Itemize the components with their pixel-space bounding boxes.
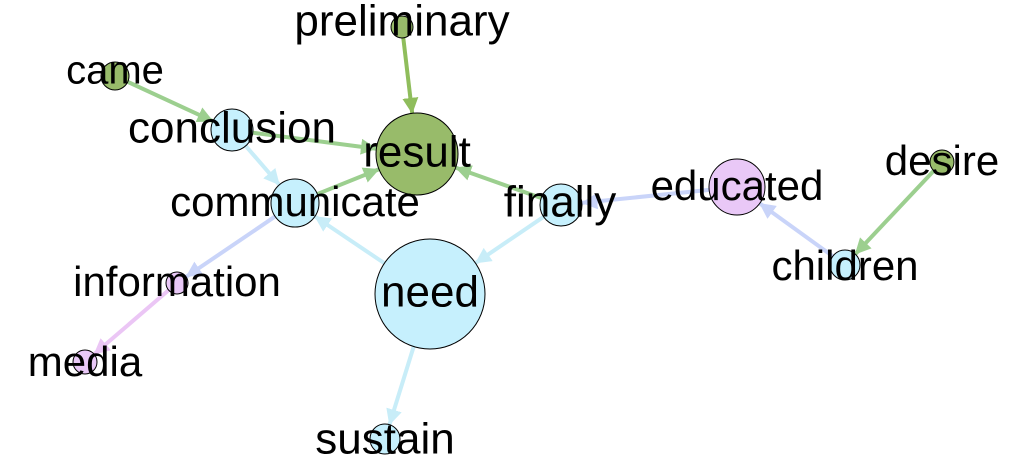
node-label-result: result [363,128,471,177]
edge-came-to-conclusion [125,79,215,123]
edge-preliminary-to-result [401,35,419,115]
edge-children-to-educated [758,201,835,259]
edge-conclusion-to-communicate [243,143,281,187]
node-label-media: media [28,338,143,385]
edge-educated-to-finally [580,187,712,210]
node-label-preliminary: preliminary [294,0,509,46]
node-need [374,238,486,350]
edge-communicate-to-information [184,214,278,279]
node-media [72,349,98,375]
node-label-need: need [381,268,479,317]
node-communicate [270,178,320,228]
node-label-information: information [73,258,281,305]
node-educated [708,158,766,216]
nodes-layer [72,15,955,455]
edge-need-to-sustain [386,344,416,426]
edge-finally-to-need [474,214,546,265]
node-label-finally: finally [504,178,617,227]
node-label-educated: educated [651,162,824,209]
node-information [165,271,189,295]
node-preliminary [390,15,414,39]
edge-finally-to-result [454,165,544,200]
node-label-communicate: communicate [170,178,420,225]
node-label-children: children [771,242,918,289]
node-children [829,249,861,281]
edge-need-to-communicate [313,214,387,266]
edge-information-to-media [92,288,171,356]
edge-conclusion-to-result [250,130,378,155]
edge-desire-to-children [853,168,936,256]
node-conclusion [210,108,254,152]
edge-communicate-to-result [315,167,381,197]
node-finally [539,183,583,227]
node-label-desire: desire [885,137,999,184]
node-desire [929,149,955,175]
node-label-came: came [66,49,164,93]
node-label-sustain: sustain [315,415,454,464]
labels-layer: preliminary came conclusion resultcommunica… [28,0,999,464]
node-sustain [369,423,401,455]
edges-layer [92,35,936,426]
node-label-conclusion: conclusion [128,104,336,153]
node-came [100,61,130,91]
node-result [375,112,459,196]
